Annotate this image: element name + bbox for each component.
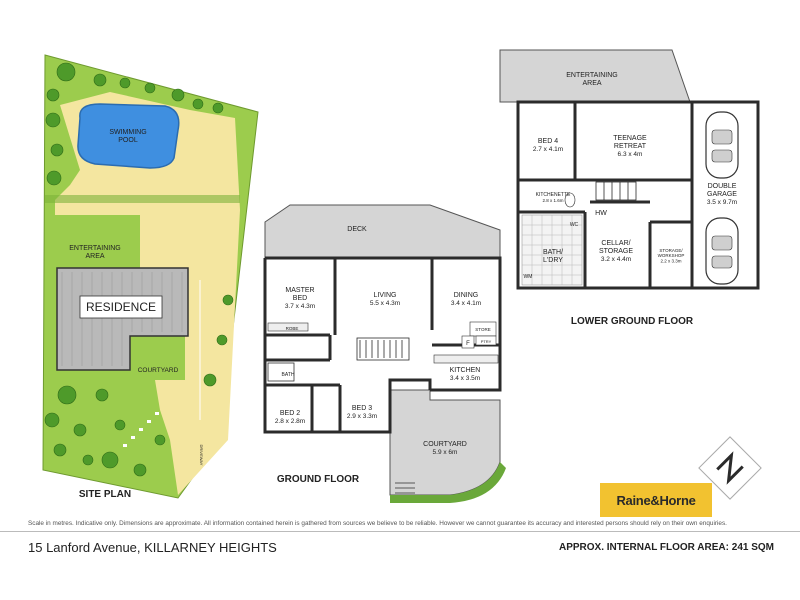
kitchenette-dims: 2.8 x 1.6m: [542, 198, 563, 203]
living-name: LIVING: [374, 292, 397, 299]
double-garage-dims: 3.5 x 9.7m: [707, 199, 737, 206]
kitchen-dims: 3.4 x 3.5m: [450, 375, 480, 382]
bath-label: BATH: [282, 372, 295, 378]
lower-floor-walls: [516, 100, 760, 290]
residence-label-bg: [79, 295, 163, 319]
ground-doors: [356, 337, 410, 361]
lower-ground-floor-plan: [499, 49, 760, 290]
courtyard-steps: [395, 482, 415, 494]
site-plan: [42, 54, 259, 499]
site-plan-title: SITE PLAN: [79, 489, 131, 500]
brand-logo: Raine&Horne: [600, 483, 712, 517]
wc-fixture: [564, 192, 576, 208]
ground-floor-title: GROUND FLOOR: [277, 474, 360, 485]
pantry-label: PTRY: [481, 339, 492, 344]
ground-floor-plan: [263, 204, 506, 503]
wc-label: WC: [570, 222, 579, 228]
lower-floor-title: LOWER GROUND FLOOR: [571, 316, 694, 327]
driveway-label: DRIVEWAY: [199, 445, 204, 466]
brand-name: Raine&Horne: [616, 492, 696, 508]
site-hedge: [45, 195, 240, 203]
master-bed-dims: 3.7 x 4.3m: [285, 303, 315, 310]
property-address: 15 Lanford Avenue, KILLARNEY HEIGHTS: [28, 540, 277, 555]
bed-4-name: BED 4: [538, 138, 558, 145]
kitchen-name: KITCHEN: [450, 367, 481, 374]
robe-label: ROBE: [286, 326, 299, 331]
footer-divider: [0, 531, 800, 532]
deck-label: DECK: [347, 226, 367, 233]
hw-label: HW: [595, 210, 607, 217]
swimming-pool: [77, 103, 180, 169]
bed-3-dims: 2.9 x 3.3m: [347, 413, 377, 420]
lower-stairs: [595, 181, 637, 201]
living-dims: 5.5 x 4.3m: [370, 300, 400, 307]
bed-4-dims: 2.7 x 4.1m: [533, 146, 563, 153]
floor-area: APPROX. INTERNAL FLOOR AREA: 241 SQM: [558, 542, 774, 553]
robe-strip: [267, 322, 309, 332]
cellar-storage-name: CELLAR/STORAGE: [599, 240, 633, 255]
residence-label: RESIDENCE: [86, 300, 156, 314]
kitchen-bench: [433, 354, 499, 364]
bath-tub: [267, 362, 295, 382]
disclaimer-text: Scale in metres. Indicative only. Dimens…: [28, 520, 727, 527]
car-icon: [705, 217, 739, 285]
bed-2-name: BED 2: [280, 410, 300, 417]
site-trees: [44, 62, 234, 477]
dining-name: DINING: [454, 292, 479, 299]
courtyard-garden: [390, 462, 506, 503]
courtyard-dims: 5.9 x 6m: [433, 449, 458, 456]
residence-block: [56, 267, 189, 371]
fridge-label: F: [466, 341, 470, 347]
stepping-stones: [123, 412, 159, 447]
pantry-box: [475, 335, 497, 346]
wm-label: WM: [524, 274, 533, 280]
north-compass-icon: [698, 436, 762, 500]
bed-2-dims: 2.8 x 2.8m: [275, 418, 305, 425]
bath-laundry-tiles: [521, 214, 583, 286]
dining-dims: 3.4 x 4.1m: [451, 300, 481, 307]
storage-workshop-name: STORAGE/WORKSHOP: [658, 248, 685, 258]
store-label: STORE: [475, 327, 490, 332]
teenage-retreat-dims: 6.3 x 4m: [618, 151, 643, 158]
car-icon: [705, 111, 739, 179]
deck-area: [264, 204, 501, 259]
storage-workshop-dims: 2.2 x 3.3m: [660, 258, 681, 263]
bed-3-name: BED 3: [352, 405, 372, 412]
cellar-storage-dims: 3.2 x 4.4m: [601, 256, 631, 263]
courtyard-name: COURTYARD: [423, 441, 467, 448]
bath-laundry-label: BATH/L'DRY: [543, 249, 563, 264]
kitchenette-name: KITCHENETTE: [536, 192, 571, 198]
site-courtyard-label: COURTYARD: [138, 367, 179, 374]
fridge-box: [461, 335, 475, 349]
